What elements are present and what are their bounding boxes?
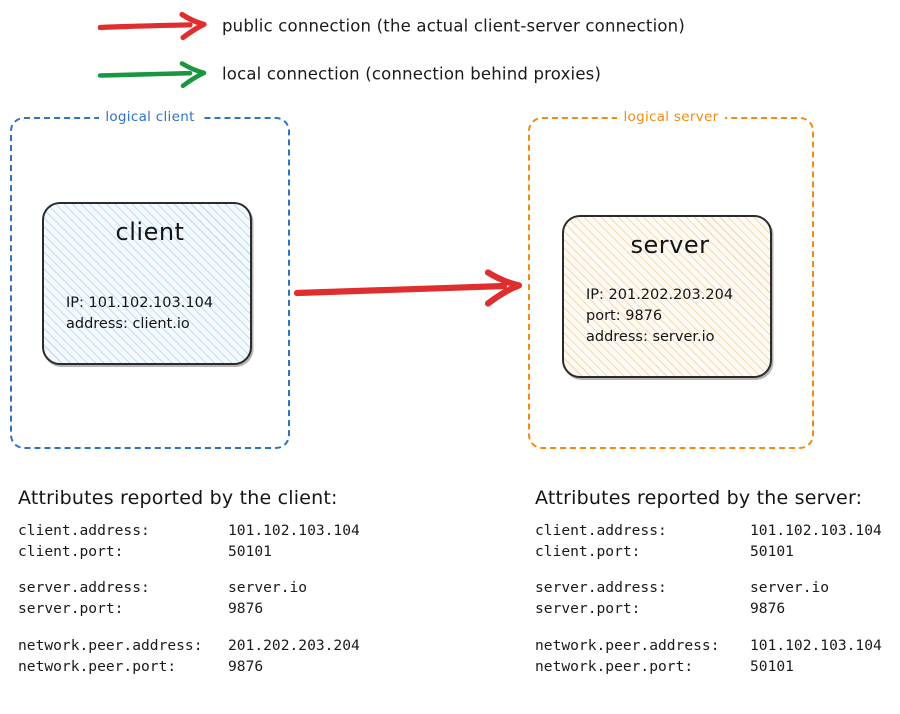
attribute-row: client.address: 101.102.103.104	[18, 521, 418, 542]
server-attributes-panel: Attributes reported by the server: clien…	[535, 487, 900, 677]
attribute-row: server.address: server.io	[535, 578, 900, 599]
attribute-row: server.port: 9876	[535, 599, 900, 620]
server-node-properties: IP: 201.202.203.204 port: 9876 address: …	[586, 285, 754, 348]
attribute-value: 9876	[750, 600, 786, 618]
attribute-value: 50101	[750, 542, 794, 560]
server-node-title: server	[630, 231, 710, 259]
client-prop-ip: IP: 101.102.103.104	[66, 294, 214, 311]
attribute-row: client.address: 101.102.103.104	[535, 521, 900, 542]
server-attribute-group: client.address: 101.102.103.104 client.p…	[535, 521, 900, 562]
attribute-row: network.peer.address: 201.202.203.204	[18, 636, 418, 657]
server-prop-ip: IP: 201.202.203.204	[586, 286, 734, 303]
attribute-value: 50101	[228, 542, 272, 560]
attribute-key: network.peer.port:	[535, 657, 694, 675]
attribute-value: server.io	[750, 579, 830, 597]
attribute-value: 50101	[750, 657, 794, 675]
attribute-row: network.peer.port: 9876	[18, 657, 418, 678]
red-arrow-icon	[97, 11, 210, 41]
server-attribute-group: network.peer.address: 101.102.103.104 ne…	[535, 636, 900, 677]
server-attribute-group: server.address: server.io server.port: 9…	[535, 578, 900, 619]
attribute-key: server.address:	[535, 579, 667, 597]
attribute-row: network.peer.port: 50101	[535, 657, 900, 678]
server-prop-port: port: 9876	[586, 307, 663, 324]
attribute-key: client.address:	[18, 522, 150, 539]
client-attribute-group: server.address: server.io server.port: 9…	[18, 578, 418, 619]
attribute-row: client.port: 50101	[18, 542, 418, 563]
attribute-key: network.peer.address:	[535, 636, 720, 654]
attribute-key: client.port:	[18, 542, 124, 560]
client-node[interactable]: client IP: 101.102.103.104 address: clie…	[42, 202, 252, 365]
client-attribute-group: network.peer.address: 201.202.203.204 ne…	[18, 636, 418, 677]
client-attributes-heading: Attributes reported by the client:	[18, 487, 338, 509]
attribute-row: network.peer.address: 101.102.103.104	[535, 636, 900, 657]
attribute-row: server.address: server.io	[18, 578, 418, 599]
logical-client-label: logical client	[99, 109, 201, 125]
attribute-value: server.io	[228, 579, 308, 597]
client-hatch-pattern	[44, 204, 250, 363]
logical-server-label: logical server	[617, 109, 725, 125]
server-attributes-heading: Attributes reported by the server:	[535, 487, 863, 509]
attribute-key: client.address:	[535, 522, 667, 539]
attribute-row: client.port: 50101	[535, 542, 900, 563]
attribute-value: 101.102.103.104	[750, 522, 882, 539]
logical-client-container: logical client	[10, 109, 290, 449]
logical-server-container: logical server	[528, 109, 814, 449]
attribute-value: 101.102.103.104	[750, 636, 882, 654]
legend-label-local: local connection (connection behind prox…	[222, 64, 602, 84]
server-hatch-pattern	[564, 217, 770, 376]
client-attributes-panel: Attributes reported by the client: clien…	[18, 487, 418, 677]
client-node-properties: IP: 101.102.103.104 address: client.io	[66, 293, 234, 335]
attribute-row: server.port: 9876	[18, 599, 418, 620]
attribute-value: 101.102.103.104	[228, 522, 360, 539]
attribute-key: server.port:	[535, 600, 641, 618]
server-prop-address: address: server.io	[586, 328, 715, 345]
attribute-value: 9876	[228, 657, 264, 675]
client-node-title: client	[115, 218, 185, 246]
client-prop-address: address: client.io	[66, 315, 190, 332]
client-attribute-group: client.address: 101.102.103.104 client.p…	[18, 521, 418, 562]
server-node[interactable]: server IP: 201.202.203.204 port: 9876 ad…	[562, 215, 772, 378]
attribute-key: server.address:	[18, 579, 150, 597]
public-connection-arrow	[292, 266, 528, 312]
attribute-key: network.peer.port:	[18, 657, 177, 675]
attribute-value: 201.202.203.204	[228, 636, 360, 654]
legend-label-public: public connection (the actual client-ser…	[222, 16, 685, 36]
attribute-key: client.port:	[535, 542, 641, 560]
green-arrow-icon	[97, 59, 210, 89]
attribute-value: 9876	[228, 600, 264, 618]
attribute-key: network.peer.address:	[18, 636, 203, 654]
attribute-key: server.port:	[18, 600, 124, 618]
